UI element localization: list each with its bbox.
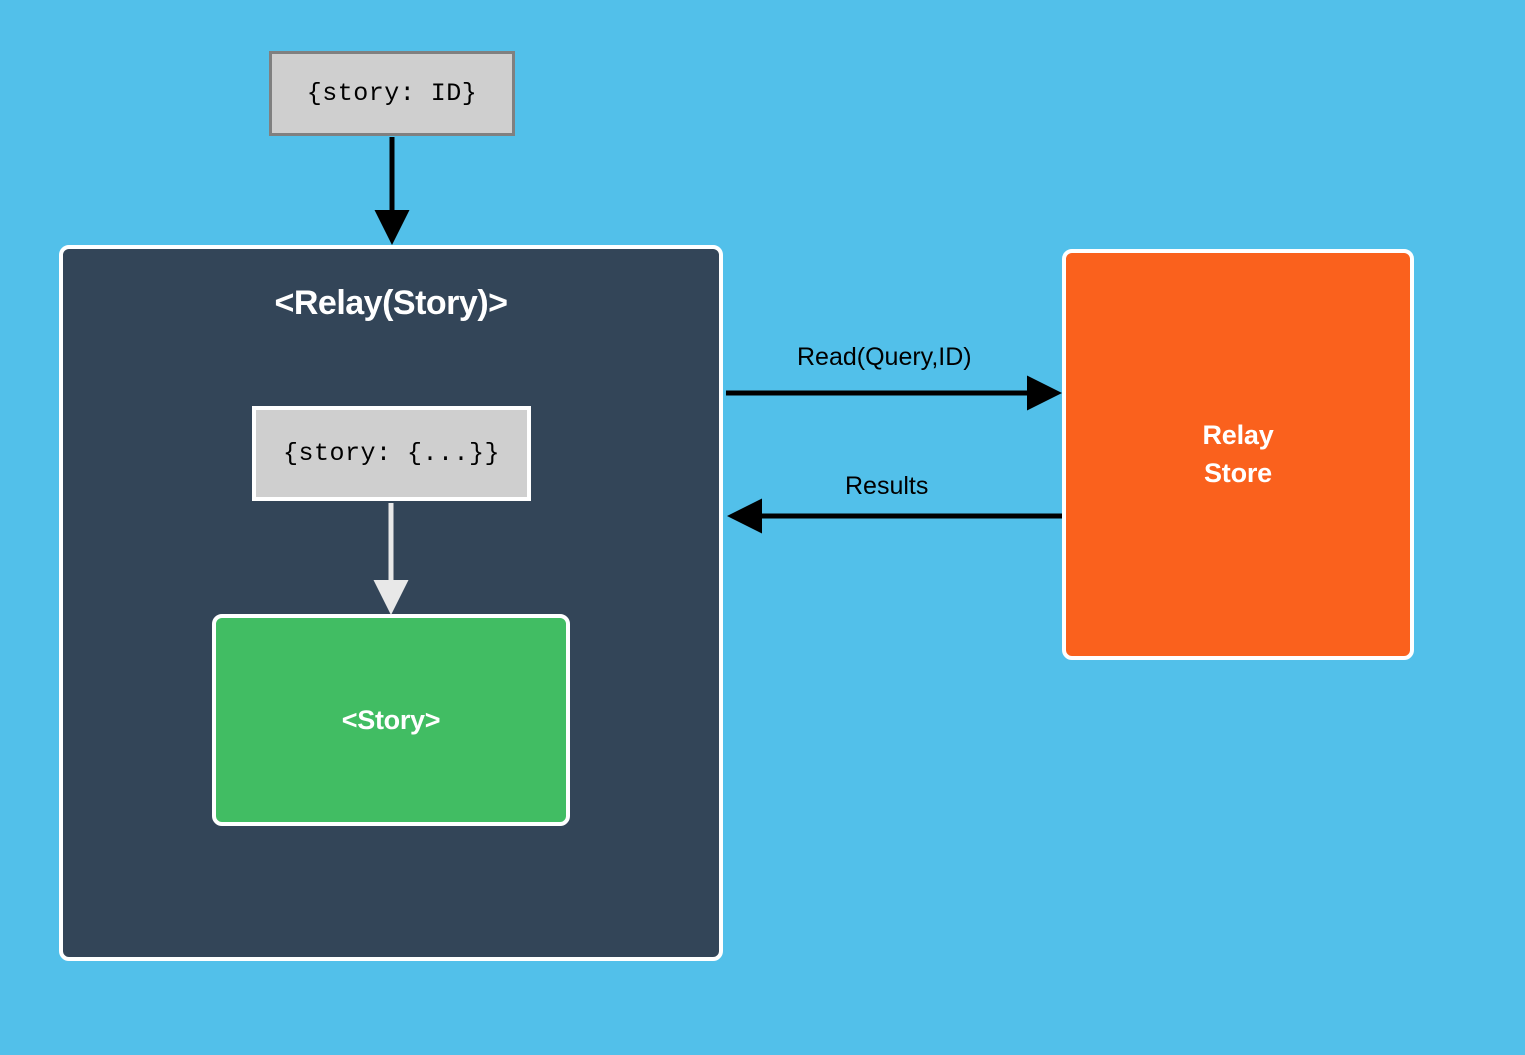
props-top-text: {story: ID} bbox=[306, 79, 478, 108]
node-relay-container: <Relay(Story)> bbox=[59, 245, 723, 961]
node-props-inner: {story: {...}} bbox=[252, 406, 531, 501]
edge-label-read-query-id: Read(Query,ID) bbox=[797, 343, 972, 371]
relay-store-label-line2: Store bbox=[1203, 457, 1273, 488]
relay-container-title: <Relay(Story)> bbox=[274, 284, 509, 322]
props-inner-text: {story: {...}} bbox=[282, 439, 501, 468]
edge-label-results: Results bbox=[845, 472, 929, 500]
relay-store-label-line1: Relay bbox=[1202, 419, 1274, 450]
node-story: <Story> bbox=[212, 614, 570, 826]
node-props-top: {story: ID} bbox=[269, 51, 515, 136]
story-label: <Story> bbox=[341, 704, 441, 735]
